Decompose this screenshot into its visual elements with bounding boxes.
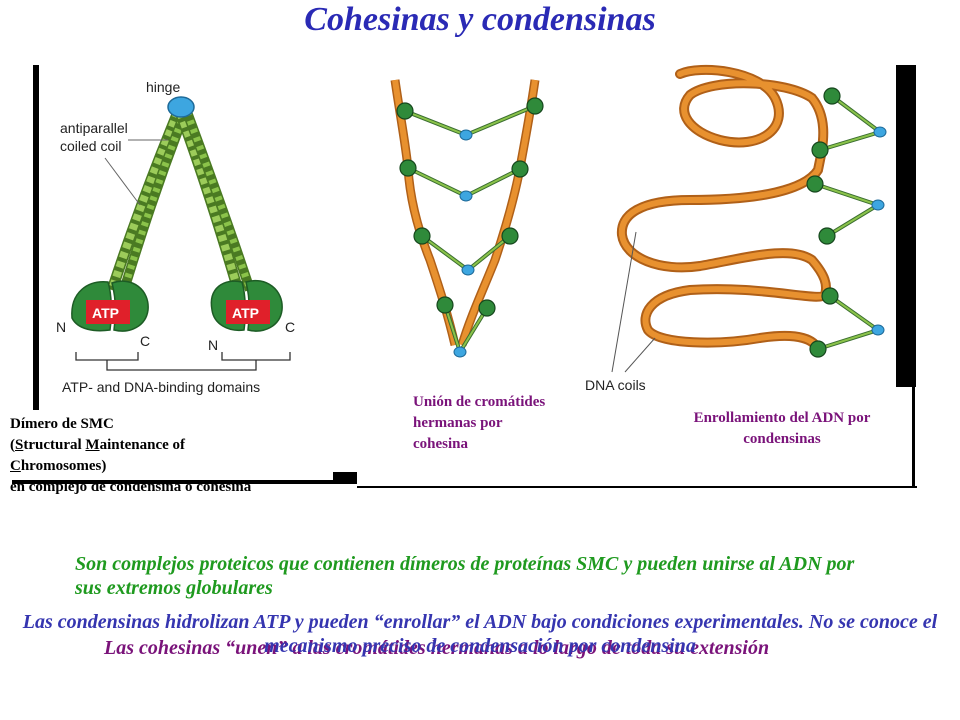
caption-condensin-coiling: Enrollamiento del ADN por condensinas: [693, 410, 871, 447]
cohesin-figure: [390, 79, 544, 358]
frame-right-thin: [912, 385, 915, 488]
c-label-left: C: [140, 333, 150, 349]
dna-coils-label: DNA coils: [585, 377, 646, 393]
bracket-left: [75, 352, 139, 361]
hinge-domain: [167, 96, 195, 118]
coil-pointer-2: [104, 157, 141, 206]
condensin-figure: DNA coils: [585, 64, 887, 393]
condensin-hinges: [871, 126, 887, 336]
caption-smc-line1: Dímero de SMC: [10, 416, 114, 432]
frame-right-bar: [896, 65, 916, 387]
frame-bottom-left: [12, 480, 334, 484]
cohesin-hinges: [453, 129, 475, 358]
cohesin-heads: [396, 97, 544, 317]
left-atpase-head: ATP N C: [56, 280, 150, 349]
frame-bottom-right: [357, 486, 917, 488]
diagram-canvas: hinge antiparallel coiled coil ATP N C A…: [56, 64, 887, 395]
text-condensins: Las condensinas hidrolizan ATP y pueden …: [22, 611, 938, 657]
atp-box-left: [86, 300, 130, 324]
left-coiled-coil-arm: [106, 109, 190, 292]
slide-title: Cohesinas y condensinas: [304, 1, 656, 38]
bracket-connector: [106, 360, 257, 371]
atp-label-right: ATP: [232, 305, 259, 321]
atp-box-right: [226, 300, 270, 324]
right-coiled-coil-arm: [174, 110, 255, 292]
c-label-right: C: [285, 319, 295, 335]
dna-coils-pointer-1: [611, 231, 637, 373]
caption-smc-line3: Chromosomes): [10, 458, 107, 474]
caption-cohesin-union: Unión de cromátides hermanas por cohesin…: [413, 394, 546, 452]
n-label-right: N: [208, 337, 218, 353]
hinge-label: hinge: [146, 79, 180, 95]
bracket-right: [221, 352, 291, 361]
coil-label-line2: coiled coil: [60, 138, 121, 154]
text-smc-complexes: Son complejos proteicos que contienen dí…: [75, 553, 855, 599]
domains-label: ATP- and DNA-binding domains: [62, 379, 260, 395]
coil-label-line1: antiparallel: [60, 120, 128, 136]
dna-coil-strand: [616, 64, 832, 355]
atp-label-left: ATP: [92, 305, 119, 321]
text-cohesins: Las cohesinas “unen” a las cromátides he…: [104, 637, 770, 659]
frame-bottom-left-block: [333, 472, 357, 484]
smc-dimer-figure: hinge antiparallel coiled coil ATP N C A…: [56, 79, 295, 395]
caption-smc-line2: (Structural Maintenance of: [10, 437, 186, 453]
right-atpase-head: ATP N C: [208, 279, 295, 353]
condensin-heads: [806, 87, 841, 358]
dna-coils-pointer-2: [624, 337, 656, 373]
caption-smc-line4: en complejo de condensina o cohesina: [10, 479, 252, 495]
n-label-left: N: [56, 319, 66, 335]
caption-smc-dimer: Dímero de SMC (Structural Maintenance of…: [10, 414, 370, 498]
frame-left-bar: [33, 65, 39, 410]
